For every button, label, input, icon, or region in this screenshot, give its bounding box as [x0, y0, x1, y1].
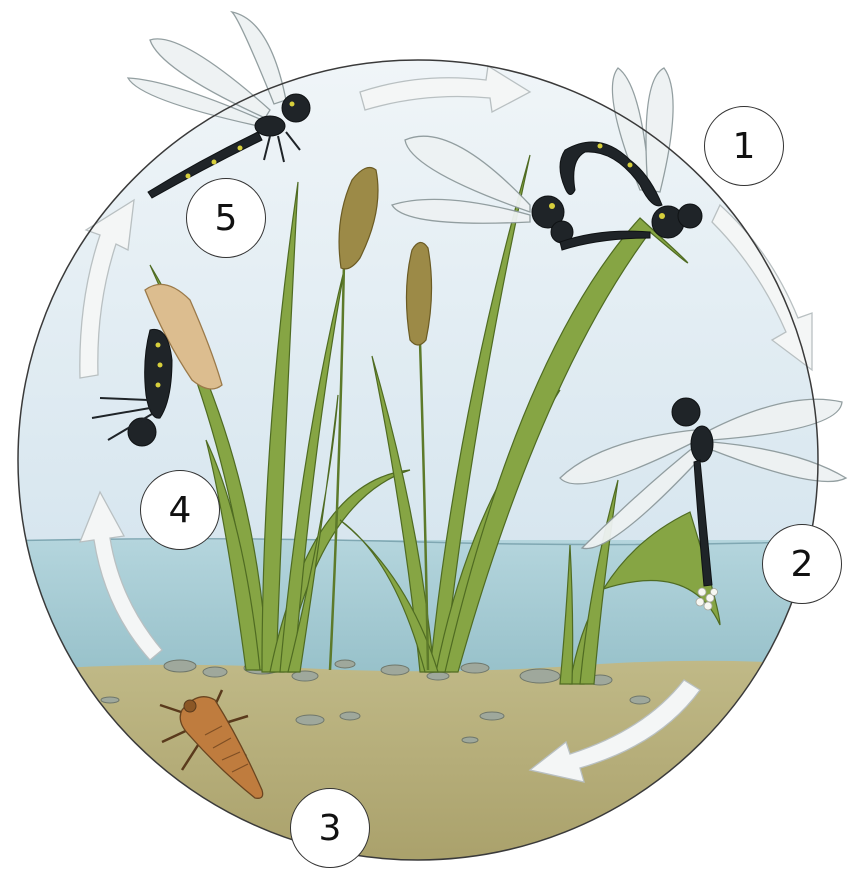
wing-icon: [128, 12, 286, 126]
stage-label-1: 1: [704, 106, 784, 186]
sediment-bed: [0, 661, 860, 871]
stage-label-4: 4: [140, 470, 220, 550]
stage-label-3: 3: [290, 788, 370, 868]
stage-label-5: 5: [186, 178, 266, 258]
stage-label-2: 2: [762, 524, 842, 604]
